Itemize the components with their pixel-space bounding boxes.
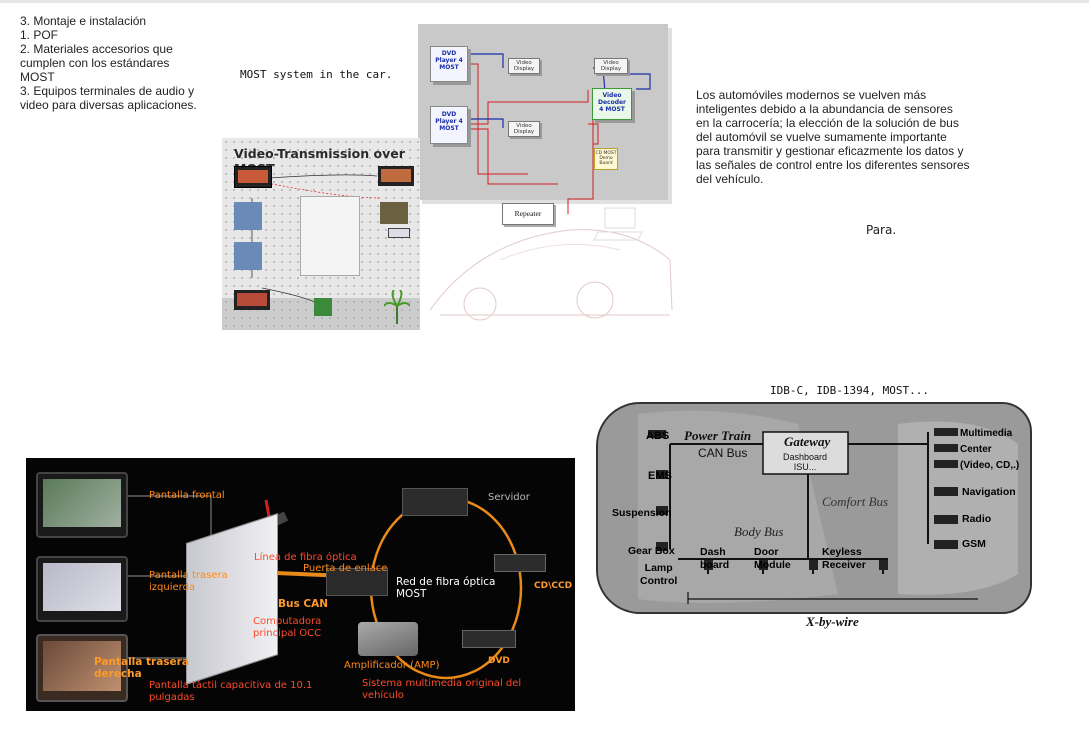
screen-left-top [234, 166, 272, 188]
occ-computer-box [186, 513, 278, 685]
car-top-label: IDB-C, IDB-1394, MOST... [770, 384, 929, 397]
video-display-3: Video Display [594, 58, 628, 74]
video-display-2: Video Display [508, 121, 540, 137]
label-door-module: Door Module [754, 546, 791, 571]
description-paragraph: Los automóviles modernos se vuelven más … [696, 88, 970, 186]
label-servidor: Servidor [488, 492, 530, 503]
label-trasera-izquierda: Pantalla trasera izquierda [149, 570, 228, 593]
front-screen [36, 472, 128, 538]
label-linea-fibra: Línea de fibra óptica [254, 552, 357, 563]
label-multimedia-center: Multimedia Center (Video, CD,.) [960, 428, 1020, 471]
cd-most-demo-board: CD MOST Demo Board [594, 148, 618, 170]
label-dashboard-isu: Dashboard ISU... [782, 452, 828, 472]
label-lamp-control: Lamp Control [640, 562, 678, 587]
palm-logo [383, 289, 411, 324]
screen-right-top [378, 166, 414, 186]
label-cdccd: CD\CCD [534, 581, 573, 591]
label-pantalla-frontal: Pantalla frontal [149, 490, 225, 501]
screen-left-bottom [234, 290, 270, 310]
module-right [380, 202, 408, 224]
most-network-diagram: DVD Player 4 MOST DVD Player 4 MOST Vide… [418, 24, 668, 214]
label-suspension: Suspension [612, 507, 672, 519]
lcd-display [388, 228, 410, 238]
label-radio: Radio [962, 513, 992, 525]
gateway-device [326, 568, 388, 596]
module-left-2 [234, 242, 262, 270]
rear-right-screen [36, 634, 128, 702]
label-pantalla-tactil: Pantalla táctil capacitiva de 10.1 pulga… [149, 680, 313, 703]
module-left-1 [234, 202, 262, 230]
label-trasera-derecha: Pantalla trasera derecha [94, 656, 189, 680]
car-bus-diagram: ABS Power Train CAN Bus Gateway Dashboar… [596, 402, 1032, 614]
label-dash-board: Dash board [700, 546, 730, 571]
label-body-bus: Body Bus [734, 524, 784, 539]
car-sketch-image [429, 207, 673, 321]
label-comfort-bus: Comfort Bus [822, 494, 889, 509]
label-dvd: DVD [488, 656, 510, 666]
label-gateway: Gateway [784, 434, 831, 449]
cdccd-device [494, 554, 546, 572]
label-navigation: Navigation [962, 486, 1016, 498]
label-x-by-wire: X-by-wire [806, 614, 859, 629]
installation-list: 3. Montaje e instalación 1. POF 2. Mater… [20, 14, 197, 112]
board-info-poster [300, 196, 360, 276]
repeater-box: Repeater [502, 203, 554, 225]
label-keyless-receiver: Keyless Receiver [822, 546, 866, 571]
amplifier-device [358, 622, 418, 656]
label-ems: EMS [648, 470, 672, 482]
label-puerta-enlace: Puerta de enlace [303, 563, 388, 574]
dvd-player-2: DVD Player 4 MOST [430, 106, 468, 144]
label-sistema-multimedia: Sistema multimedia original del vehículo [362, 678, 522, 701]
label-gsm: GSM [962, 538, 986, 550]
label-bus-can: Bus CAN [278, 598, 329, 610]
top-divider [0, 0, 1089, 3]
video-transmission-board-photo: Video-Transmission over MOST [222, 138, 420, 330]
label-power-train: Power Train [684, 428, 752, 443]
dvd-player-1: DVD Player 4 MOST [430, 46, 468, 82]
label-amplificador: Amplificador (AMP) [344, 660, 440, 671]
label-computadora-occ: Computadora principal OCC [253, 616, 322, 639]
video-decoder: Video Decoder 4 MOST [592, 88, 632, 120]
server-device [402, 488, 468, 516]
most-caption: MOST system in the car. [240, 68, 393, 81]
video-display-1: Video Display [508, 58, 540, 74]
green-pcb [314, 298, 332, 316]
label-abs: ABS [646, 430, 670, 442]
multimedia-system-diagram: Pantalla frontal Pantalla trasera izquie… [26, 458, 575, 711]
car-bus-lines [598, 404, 1030, 612]
rear-left-screen [36, 556, 128, 622]
dvd-device [462, 630, 516, 648]
para-label: Para. [866, 223, 897, 237]
label-red-fibra: Red de fibra óptica MOST [396, 576, 496, 600]
label-can-bus: CAN Bus [698, 446, 748, 460]
label-gear-box: Gear Box [628, 545, 675, 557]
